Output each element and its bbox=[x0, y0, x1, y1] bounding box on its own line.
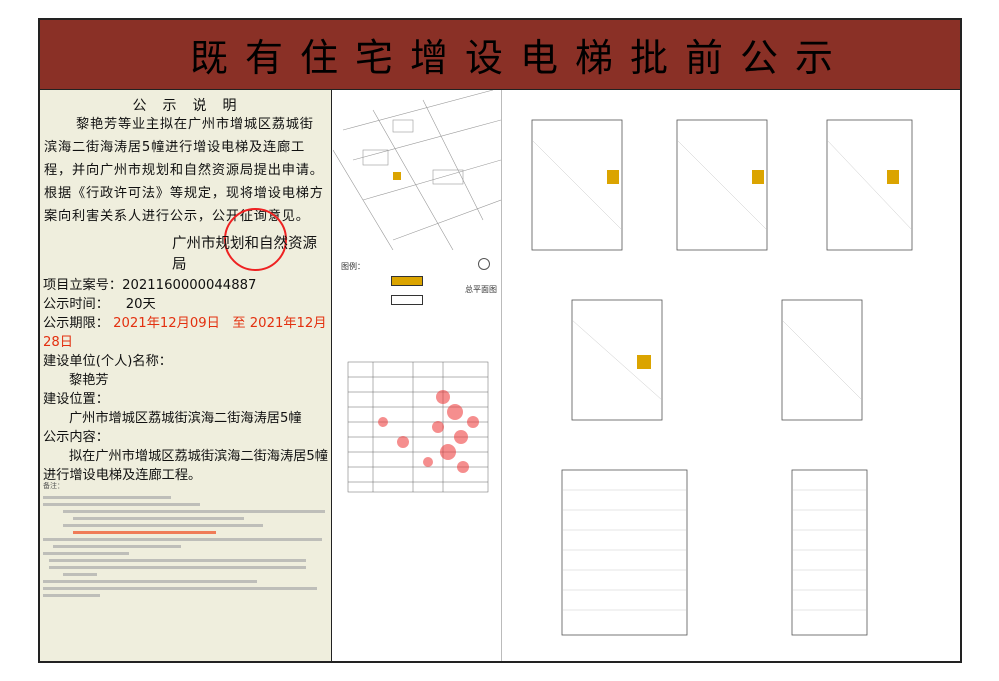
legend-elevator-swatch bbox=[391, 276, 423, 286]
notes: 备注： bbox=[43, 481, 328, 601]
elevator-plan-1 bbox=[607, 170, 619, 184]
applicant-label: 建设单位(个人)名称： bbox=[43, 354, 172, 369]
project-no-label: 项目立案号： bbox=[43, 278, 123, 293]
official-seal bbox=[224, 208, 287, 271]
drawings-area: 图例： 总平面图 bbox=[333, 90, 960, 661]
applicant: 黎艳芳 bbox=[69, 373, 109, 388]
notice-board: 既有住宅增设电梯批前公示 公示说明 黎艳芳等业主拟在广州市增城区荔城街滨海二街海… bbox=[38, 18, 962, 663]
north-arrow-icon bbox=[478, 258, 490, 270]
location-label: 建设位置： bbox=[43, 392, 109, 407]
location: 广州市增城区荔城街滨海二街海涛居5幢 bbox=[69, 411, 302, 426]
period-start: 2021年12月09日 bbox=[113, 316, 220, 331]
legend-existing-swatch bbox=[391, 295, 423, 305]
agency-name: 广州市规划和自然资源局 bbox=[172, 236, 317, 273]
project-info: 项目立案号：2021160000044887 公示时间： 20天 公示期限： 2… bbox=[43, 276, 331, 485]
site-plan-label: 总平面图 bbox=[465, 285, 497, 294]
duration: 20天 bbox=[125, 297, 156, 312]
floor-plans bbox=[531, 119, 913, 636]
period-end: 2021年12月28日 bbox=[43, 316, 327, 350]
site-plan bbox=[333, 90, 501, 250]
page-title: 既有住宅增设电梯批前公示 bbox=[189, 36, 850, 80]
elevator-location bbox=[393, 172, 401, 180]
header: 既有住宅增设电梯批前公示 bbox=[40, 20, 960, 90]
content: 拟在广州市增城区荔城街滨海二街海涛居5幢进行增设电梯及连廊工程。 bbox=[43, 449, 328, 483]
description: 黎艳芳等业主拟在广州市增城区荔城街滨海二街海涛居5幢进行增设电梯及连廊工程，并向… bbox=[44, 117, 324, 224]
section-title: 公示说明 bbox=[132, 98, 253, 114]
period-label: 公示期限： bbox=[43, 316, 109, 331]
notes-label: 备注： bbox=[43, 482, 64, 490]
elevator-plan-4 bbox=[637, 355, 651, 369]
period-to: 至 bbox=[232, 316, 246, 331]
consent-table bbox=[347, 361, 489, 493]
duration-label: 公示时间： bbox=[43, 297, 109, 312]
project-no: 2021160000044887 bbox=[122, 278, 257, 293]
elevator-plan-2 bbox=[752, 170, 764, 184]
content-label: 公示内容： bbox=[43, 430, 109, 445]
notice-panel: 公示说明 黎艳芳等业主拟在广州市增城区荔城街滨海二街海涛居5幢进行增设电梯及连廊… bbox=[40, 90, 332, 661]
legend-title: 图例： bbox=[341, 262, 365, 271]
elevator-plan-3 bbox=[887, 170, 899, 184]
